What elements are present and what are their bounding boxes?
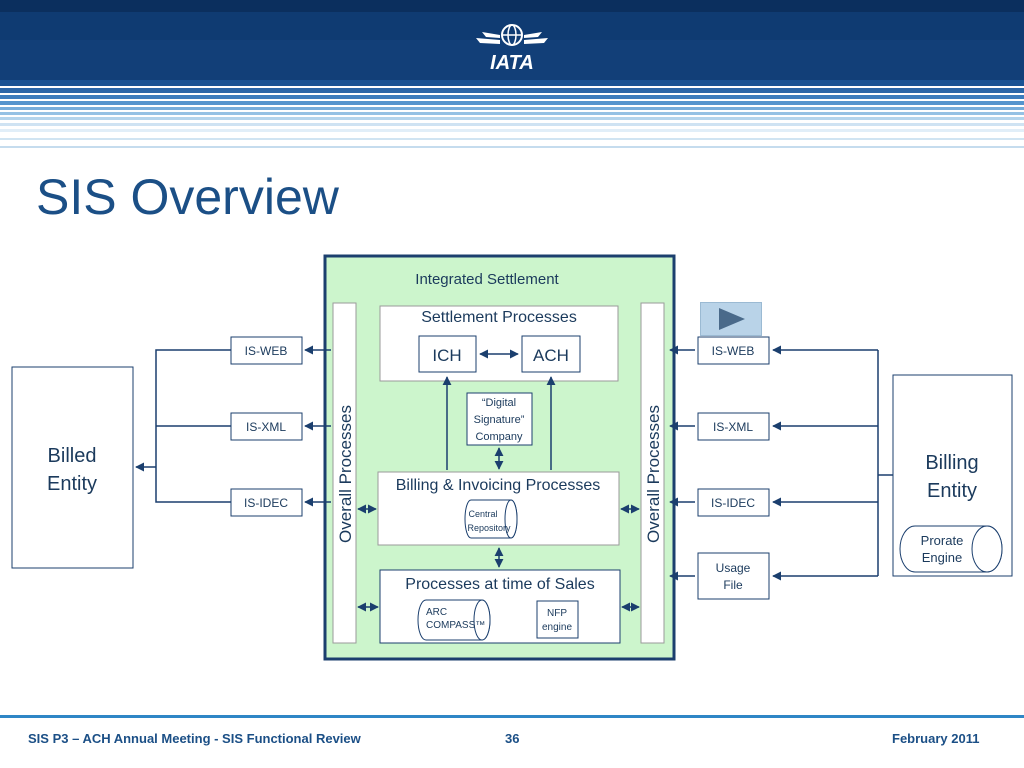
billed-entity-line-1: Billed [48, 445, 97, 467]
billed-entity-box [11, 366, 134, 569]
play-button[interactable] [700, 302, 762, 336]
arc-compass-line-1: ARC [426, 607, 447, 618]
prorate-engine-icon [899, 525, 1003, 573]
billed-entity-line-2: Entity [47, 473, 97, 495]
header-banner: IATA [0, 0, 1024, 148]
digital-signature-line-1: “Digital [482, 397, 516, 409]
digital-signature-box [466, 392, 533, 446]
arc-compass-line-2: COMPASS™ [426, 620, 485, 631]
ich-box [418, 335, 477, 373]
right-is-web-label: IS-WEB [712, 344, 755, 358]
settlement-processes-label: Settlement Processes [421, 309, 577, 326]
central-repository-line-2: Repository [467, 523, 511, 533]
usage-file-line-2: File [723, 578, 743, 592]
overall-processes-right [640, 302, 665, 644]
footer-date: February 2011 [892, 731, 980, 746]
right-bracket [877, 350, 893, 576]
ach-label: ACH [533, 346, 569, 365]
processes-sales-label: Processes at time of Sales [405, 576, 594, 593]
iata-globe-icon [476, 24, 548, 46]
usage-file-line-1: Usage [716, 561, 751, 575]
arc-compass-icon [417, 599, 491, 641]
left-bracket [155, 349, 231, 503]
play-icon [719, 308, 745, 330]
left-is-xml-box [230, 412, 303, 441]
prorate-engine-line-1: Prorate [921, 533, 964, 548]
ach-box [521, 335, 581, 373]
central-repository-icon [464, 499, 518, 539]
billing-entity-line-1: Billing [925, 452, 978, 474]
right-is-xml-label: IS-XML [713, 420, 753, 434]
prorate-engine-line-2: Engine [922, 550, 962, 565]
nfp-engine-box [536, 600, 579, 639]
usage-file-box [697, 552, 770, 600]
ich-label: ICH [432, 346, 461, 365]
right-is-web-box [697, 336, 770, 365]
left-is-idec-box [230, 488, 303, 517]
left-is-xml-label: IS-XML [246, 420, 286, 434]
right-is-idec-label: IS-IDEC [711, 496, 755, 510]
left-is-idec-label: IS-IDEC [244, 496, 288, 510]
right-is-idec-box [697, 488, 770, 517]
nfp-engine-line-2: engine [542, 622, 572, 633]
overall-processes-right-label: Overall Processes [644, 405, 663, 543]
left-is-web-box [230, 336, 303, 365]
footer-divider [0, 715, 1024, 718]
page-number: 36 [505, 731, 520, 746]
billing-entity-line-2: Entity [927, 480, 977, 502]
overall-processes-left [332, 302, 357, 644]
logo-text: IATA [490, 52, 534, 74]
integrated-settlement-label: Integrated Settlement [415, 271, 559, 288]
page-title: SIS Overview [36, 169, 339, 225]
overall-processes-left-label: Overall Processes [336, 405, 355, 543]
digital-signature-line-3: Company [475, 431, 523, 443]
billing-invoicing-label: Billing & Invoicing Processes [396, 477, 601, 494]
footer-title: SIS P3 – ACH Annual Meeting - SIS Functi… [28, 731, 361, 746]
left-is-web-label: IS-WEB [245, 344, 288, 358]
central-repository-line-1: Central [468, 509, 497, 519]
nfp-engine-line-1: NFP [547, 608, 567, 619]
digital-signature-line-2: Signature” [474, 414, 525, 426]
right-is-xml-box [697, 412, 770, 441]
